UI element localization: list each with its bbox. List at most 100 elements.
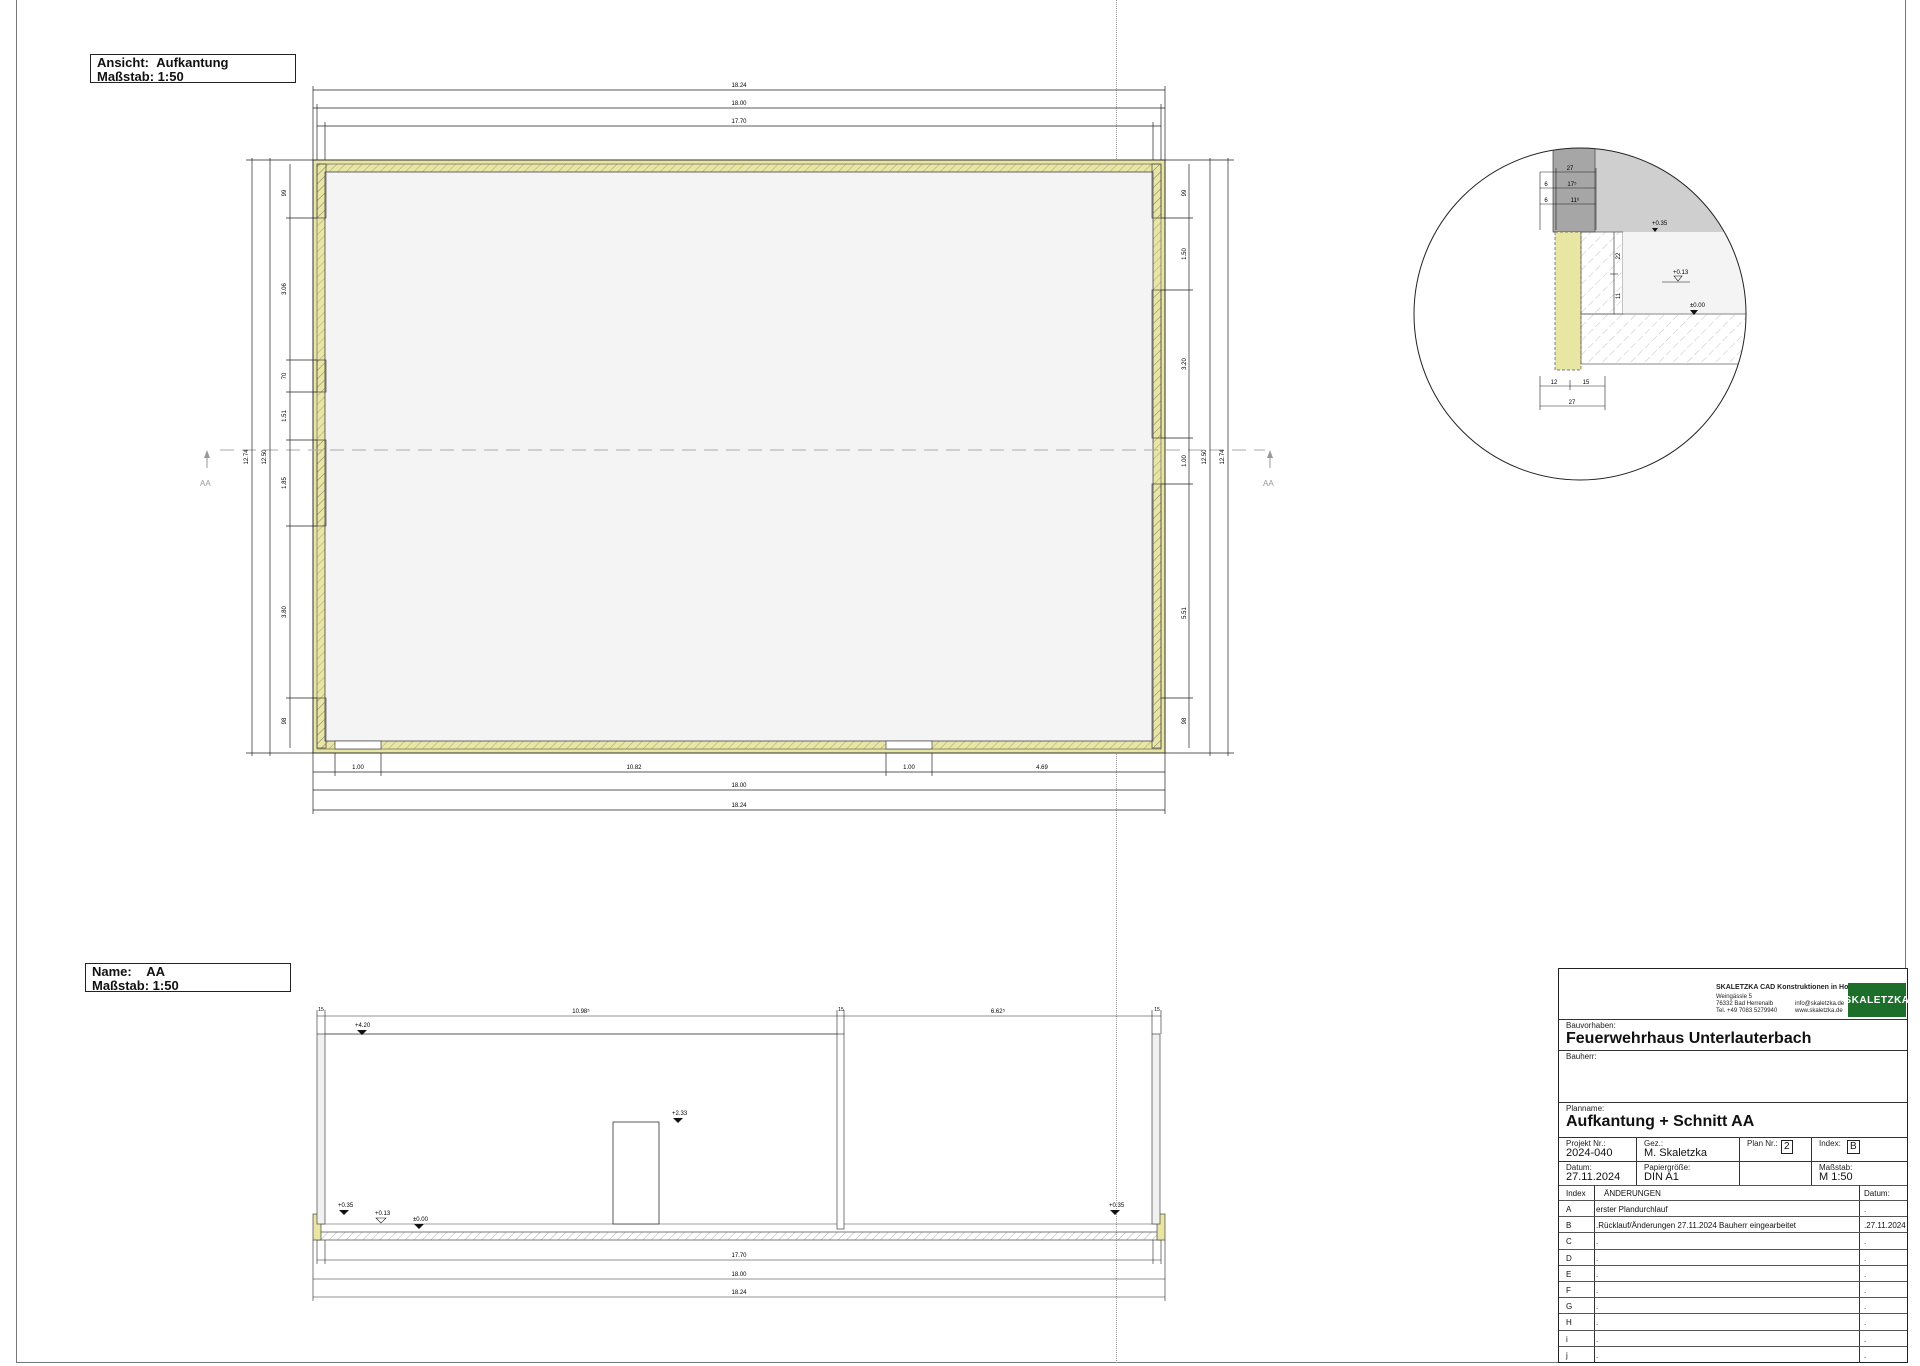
change-date: . <box>1864 1286 1867 1295</box>
detail-dim-4: 11⁶ <box>1571 197 1580 204</box>
change-index: A <box>1566 1205 1572 1214</box>
section-dim-bottom-2: 18.00 <box>731 1272 747 1278</box>
detail-dim-3: 6 <box>1544 182 1548 188</box>
change-date: .27.11.2024 <box>1864 1221 1906 1231</box>
change-row: H.. <box>1559 1313 1907 1330</box>
section-level-2-mark <box>673 1118 683 1123</box>
section-mark-right-text: AA <box>1263 479 1274 488</box>
change-index: j <box>1566 1350 1568 1360</box>
detail-level-2: +0.13 <box>1673 270 1689 276</box>
detail-level-3: ±0.00 <box>1690 303 1706 309</box>
section-level-6: +0.35 <box>1109 1203 1125 1209</box>
change-text: . <box>1596 1269 1599 1279</box>
change-row: B.Rücklauf/Änderungen 27.11.2024 Bauherr… <box>1559 1216 1907 1233</box>
index-value: B <box>1847 1140 1860 1154</box>
gez-caption: Gez.: <box>1644 1139 1664 1148</box>
massstab-caption: Maßstab: <box>1819 1163 1853 1172</box>
change-index: B <box>1566 1221 1572 1231</box>
massstab-value: M 1:50 <box>1819 1171 1853 1183</box>
plan-dims-bottom <box>312 753 1166 814</box>
plan-dim-top-3: 17.70 <box>731 119 747 125</box>
section-label-value: AA <box>146 964 165 979</box>
detail-circle-drawing: 27 17⁵ 6 11⁶ 6 22 11 12 15 27 +0.35 +0.1… <box>1413 147 1747 481</box>
plan-dims-right <box>1161 158 1234 756</box>
change-date: . <box>1864 1269 1867 1279</box>
plan-dim-left-4: 3.06 <box>282 283 288 295</box>
section-dim-top-4: 15 <box>838 1007 844 1013</box>
change-index: F <box>1566 1286 1571 1295</box>
view-label-key: Ansicht: <box>97 55 149 70</box>
section-dim-bottom-3: 18.24 <box>731 1290 747 1296</box>
company-logo: SKALETZKA <box>1844 983 1909 1017</box>
plan-dim-bottom-seg-3: 1.00 <box>903 765 915 771</box>
plan-dim-bottom-seg-4: 4.69 <box>1036 765 1048 771</box>
detail-dim-9: 15 <box>1583 380 1590 386</box>
change-text: erster Plandurchlauf <box>1596 1205 1668 1214</box>
change-index: H <box>1566 1318 1572 1328</box>
plan-dim-right-7: 5.51 <box>1182 607 1188 619</box>
datum-value: 27.11.2024 <box>1566 1171 1621 1183</box>
section-level-3: +0.35 <box>338 1203 354 1209</box>
plan-left-pier-2 <box>316 359 327 393</box>
plan-dim-top-1: 18.24 <box>731 83 747 89</box>
section-level-2: +2.33 <box>672 1111 688 1117</box>
company-email: info@skaletzka.de <box>1795 1001 1845 1007</box>
plan-right-pier-1 <box>1151 163 1162 219</box>
change-row: F.. <box>1559 1281 1907 1298</box>
company-address-1: Weingässle 5 <box>1716 994 1752 1000</box>
plan-dim-left-6: 1.51 <box>282 410 288 422</box>
change-index: G <box>1566 1302 1573 1312</box>
detail-level-1-mark <box>1652 228 1658 232</box>
detail-dim-8: 12 <box>1551 380 1558 386</box>
section-level-4-mark <box>375 1217 387 1224</box>
plan-view-drawing: AA AA 18.24 18.00 17.70 1.00 <box>200 83 1274 814</box>
plan-dim-right-1: 12.74 <box>1220 449 1226 465</box>
plan-dim-right-8: 98 <box>1182 717 1188 724</box>
plan-dim-bottom-seg-1: 1.00 <box>352 765 364 771</box>
section-right-wall <box>1151 1033 1161 1225</box>
section-dim-top-3: 15 <box>318 1007 324 1013</box>
change-date: . <box>1864 1205 1867 1214</box>
bauvorhaben-caption: Bauvorhaben: <box>1566 1021 1616 1030</box>
view-label: Ansicht: Aufkantung Maßstab: 1:50 <box>90 54 296 84</box>
plan-dim-left-5: 70 <box>282 372 288 379</box>
changes-header-date: Datum: <box>1864 1189 1890 1198</box>
change-index: i <box>1566 1334 1568 1344</box>
section-label-scale: Maßstab: 1:50 <box>92 978 179 993</box>
papier-caption: Papiergröße: <box>1644 1163 1691 1172</box>
change-text: . <box>1596 1253 1599 1263</box>
plan-dim-bottom-seg-2: 10.82 <box>626 765 642 771</box>
detail-dim-2: 17⁵ <box>1567 181 1577 188</box>
plan-door-opening-1 <box>334 740 382 750</box>
plan-dim-right-3: 99 <box>1182 189 1188 196</box>
plannr-value: 2 <box>1781 1140 1793 1154</box>
index-caption: Index: <box>1819 1139 1841 1148</box>
section-level-4: +0.13 <box>375 1211 391 1217</box>
plan-dim-left-8: 3.80 <box>282 606 288 618</box>
plan-dim-left-1: 12.74 <box>244 449 250 465</box>
section-left-wall <box>316 1033 326 1225</box>
detail-dim-1: 27 <box>1567 166 1574 172</box>
change-date: . <box>1864 1318 1867 1328</box>
section-dim-bottom-1: 17.70 <box>731 1253 747 1259</box>
change-index: C <box>1566 1237 1572 1247</box>
section-middle-wall <box>836 1033 845 1230</box>
change-date: . <box>1864 1334 1867 1344</box>
change-index: E <box>1566 1269 1572 1279</box>
plan-dim-left-2: 12.50 <box>262 449 268 465</box>
section-level-1: +4.20 <box>355 1023 371 1029</box>
change-text: . <box>1596 1318 1599 1328</box>
plan-dim-right-6: 1.00 <box>1182 455 1188 467</box>
gez-value: M. Skaletzka <box>1644 1147 1707 1159</box>
change-date: . <box>1864 1350 1867 1360</box>
plan-left-pier-3 <box>316 439 327 527</box>
section-level-6-mark <box>1110 1210 1120 1215</box>
section-label-key: Name: <box>92 964 132 979</box>
plan-dims-top <box>312 86 1166 160</box>
company-address-2: 76332 Bad Herrenalb <box>1716 1001 1774 1007</box>
change-text: . <box>1596 1237 1599 1247</box>
changes-header-text: ÄNDERUNGEN <box>1604 1189 1661 1198</box>
detail-level-1: +0.35 <box>1652 221 1668 227</box>
detail-dim-6: 22 <box>1616 252 1622 259</box>
company-phone: Tel. +49 7083 5279940 <box>1716 1008 1778 1014</box>
